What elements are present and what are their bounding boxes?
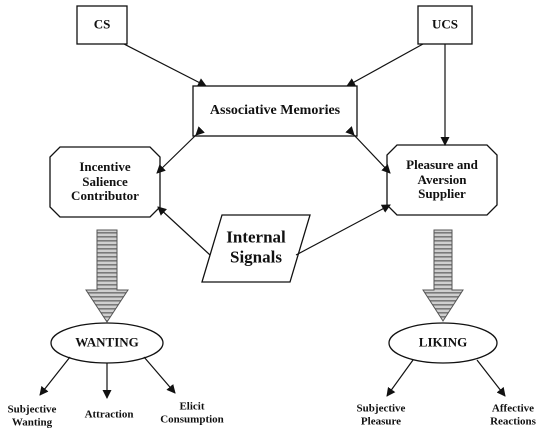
subjective-pleasure-label: Subjective Pleasure: [356, 402, 406, 427]
wanting-to-elicit-arrow: [143, 356, 176, 394]
wanting-label: WANTING: [75, 334, 139, 350]
attraction-label: Attraction: [84, 408, 134, 421]
cs-label: CS: [93, 16, 111, 32]
elicit-consumption-label: Elicit Consumption: [160, 400, 224, 425]
incentive-salience-label: Incentive Salience Contributor: [71, 159, 139, 204]
wanting-to-subjective-arrow: [39, 356, 71, 396]
signals-to-pleasure-arrow: [295, 204, 391, 256]
pleasure-aversion-label: Pleasure and Aversion Supplier: [406, 157, 478, 202]
incentive-salience-box: [49, 146, 161, 218]
associative-memories-box: [192, 85, 358, 137]
associative-memories-label: Associative Memories: [209, 103, 341, 119]
signals-to-salience-arrow: [157, 206, 211, 256]
ucs-label: UCS: [431, 16, 459, 32]
liking-label: LIKING: [418, 334, 468, 350]
wanting-block-arrow: [85, 229, 129, 323]
cs-box: [76, 5, 128, 45]
memories-salience-link: [156, 126, 205, 174]
ucs-to-memories-arrow: [346, 43, 424, 87]
liking-to-pleasure-arrow: [386, 359, 414, 397]
internal-signals-parallelogram: [201, 214, 311, 283]
cs-to-memories-arrow: [123, 43, 207, 87]
internal-signals-label: Internal Signals: [226, 227, 286, 267]
memories-pleasure-link: [345, 126, 391, 174]
liking-block-arrow: [422, 229, 464, 322]
liking-to-affective-arrow: [476, 359, 506, 397]
liking-ellipse: [388, 322, 498, 364]
subjective-wanting-label: Subjective Wanting: [7, 403, 57, 428]
ucs-box: [417, 5, 473, 45]
affective-reactions-label: Affective Reactions: [490, 402, 536, 427]
